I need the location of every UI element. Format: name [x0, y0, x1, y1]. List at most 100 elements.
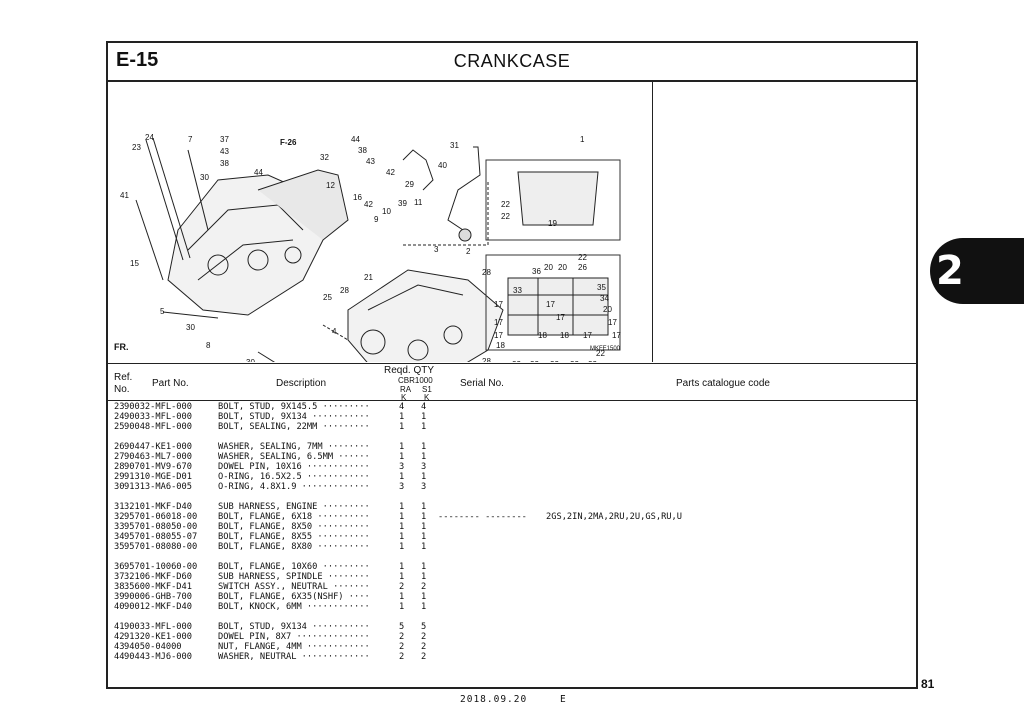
part-no-cell: 90463-ML7-000	[124, 452, 192, 462]
qty-s1-cell: 1	[421, 592, 427, 602]
description-cell: DOWEL PIN, 8X7 ··············	[218, 632, 370, 642]
description-cell: BOLT, STUD, 9X145.5 ·········	[218, 402, 370, 412]
callout-label: 43	[220, 147, 229, 156]
qty-s1-cell: 2	[421, 652, 427, 662]
ref-cell: 39	[114, 592, 125, 602]
qty-ra-cell: 2	[399, 582, 405, 592]
qty-ra-cell: 1	[399, 542, 405, 552]
callout-label: 30	[186, 323, 195, 332]
qty-s1-cell: 5	[421, 622, 427, 632]
part-no-cell: 94050-04000	[124, 642, 182, 652]
part-no-cell: 90443-MJ6-000	[124, 652, 192, 662]
callout-label: 17	[612, 331, 621, 340]
part-no-cell: 90048-MFL-000	[124, 422, 192, 432]
ref-cell: 27	[114, 452, 125, 462]
serial-cell: -------- --------	[438, 512, 527, 522]
callout-label: 23	[132, 143, 141, 152]
callout-label: 12	[326, 181, 335, 190]
description-cell: BOLT, STUD, 9X134 ···········	[218, 622, 370, 632]
ref-cell: 40	[114, 602, 125, 612]
callout-label: 19	[548, 219, 557, 228]
part-no-cell: 90033-MFL-000	[124, 622, 192, 632]
diagram-code: MKFE1500	[590, 346, 621, 352]
qty-s1-cell: 3	[421, 482, 427, 492]
ref-cell: 41	[114, 622, 125, 632]
callout-label: 36	[532, 267, 541, 276]
description-cell: DOWEL PIN, 10X16 ············	[218, 462, 370, 472]
callout-label: 22	[588, 360, 597, 362]
qty-ra-cell: 2	[399, 652, 405, 662]
callout-label: 25	[323, 293, 332, 302]
qty-ra-cell: 1	[399, 572, 405, 582]
page-header: E-15 CRANKCASE	[108, 43, 916, 82]
callout-label: 38	[358, 146, 367, 155]
ref-cell: 38	[114, 582, 125, 592]
description-cell: O-RING, 16.5X2.5 ············	[218, 472, 370, 482]
callout-label: 3	[434, 245, 439, 254]
callout-label: 44	[254, 168, 263, 177]
qty-ra-cell: 1	[399, 472, 405, 482]
callout-label: 20	[603, 305, 612, 314]
callout-label: 7	[188, 135, 193, 144]
description-cell: WASHER, NEUTRAL ·············	[218, 652, 370, 662]
ref-cell: 31	[114, 502, 125, 512]
qty-ra-cell: 3	[399, 482, 405, 492]
front-direction-label: FR.	[114, 342, 129, 352]
callout-label: 30	[246, 358, 255, 362]
ref-cell: 28	[114, 462, 125, 472]
col-no: No.	[114, 384, 130, 395]
part-no-cell: 90447-KE1-000	[124, 442, 192, 452]
qty-s1-cell: 1	[421, 542, 427, 552]
description-cell: BOLT, FLANGE, 8X80 ··········	[218, 542, 370, 552]
footer-date: 2018.09.20	[460, 694, 528, 705]
description-cell: SUB HARNESS, ENGINE ·········	[218, 502, 370, 512]
callout-label: 15	[306, 361, 315, 362]
description-cell: BOLT, FLANGE, 8X50 ··········	[218, 522, 370, 532]
ref-figure-label: F-26	[280, 138, 297, 147]
callout-label: 22	[550, 360, 559, 362]
col-ref: Ref.	[114, 372, 133, 383]
footer-lang: E	[560, 694, 566, 705]
qty-ra-cell: 2	[399, 632, 405, 642]
part-no-cell: 32106-MKF-D60	[124, 572, 192, 582]
qty-ra-cell: 1	[399, 592, 405, 602]
qty-s1-cell: 1	[421, 502, 427, 512]
callout-label: 17	[494, 318, 503, 327]
ref-cell: 29	[114, 472, 125, 482]
page-number: 81	[921, 677, 935, 691]
qty-ra-cell: 1	[399, 602, 405, 612]
description-cell: NUT, FLANGE, 4MM ············	[218, 642, 370, 652]
callout-label: 38	[220, 159, 229, 168]
callout-label: 18	[560, 331, 569, 340]
qty-ra-cell: 1	[399, 512, 405, 522]
part-no-cell: 90006-GHB-700	[124, 592, 192, 602]
callout-label: 20	[558, 263, 567, 272]
description-cell: BOLT, FLANGE, 10X60 ·········	[218, 562, 370, 572]
col-reqd-qty: Reqd. QTY	[384, 365, 435, 376]
col-k2: K	[424, 393, 430, 402]
col-catalogue: Parts catalogue code	[676, 378, 770, 389]
callout-label: 18	[496, 341, 505, 350]
ref-cell: 26	[114, 442, 125, 452]
qty-s1-cell: 2	[421, 582, 427, 592]
page-title: CRANKCASE	[453, 51, 571, 71]
qty-s1-cell: 2	[421, 642, 427, 652]
qty-s1-cell: 1	[421, 562, 427, 572]
qty-s1-cell: 2	[421, 632, 427, 642]
part-no-cell: 91313-MA6-005	[124, 482, 192, 492]
callout-label: 29	[405, 180, 414, 189]
callout-label: 32	[320, 153, 329, 162]
qty-ra-cell: 1	[399, 502, 405, 512]
callout-label: 22	[570, 360, 579, 362]
col-s1: S1	[422, 385, 432, 394]
callout-label: 8	[206, 341, 211, 350]
col-part-no: Part No.	[152, 378, 189, 389]
callout-label: 42	[386, 168, 395, 177]
qty-s1-cell: 1	[421, 422, 427, 432]
part-no-cell: 90033-MFL-000	[124, 412, 192, 422]
qty-s1-cell: 1	[421, 512, 427, 522]
callout-label: 22	[501, 212, 510, 221]
section-tab: 2	[930, 238, 1024, 304]
part-no-cell: 91320-KE1-000	[124, 632, 192, 642]
ref-cell: 36	[114, 562, 125, 572]
